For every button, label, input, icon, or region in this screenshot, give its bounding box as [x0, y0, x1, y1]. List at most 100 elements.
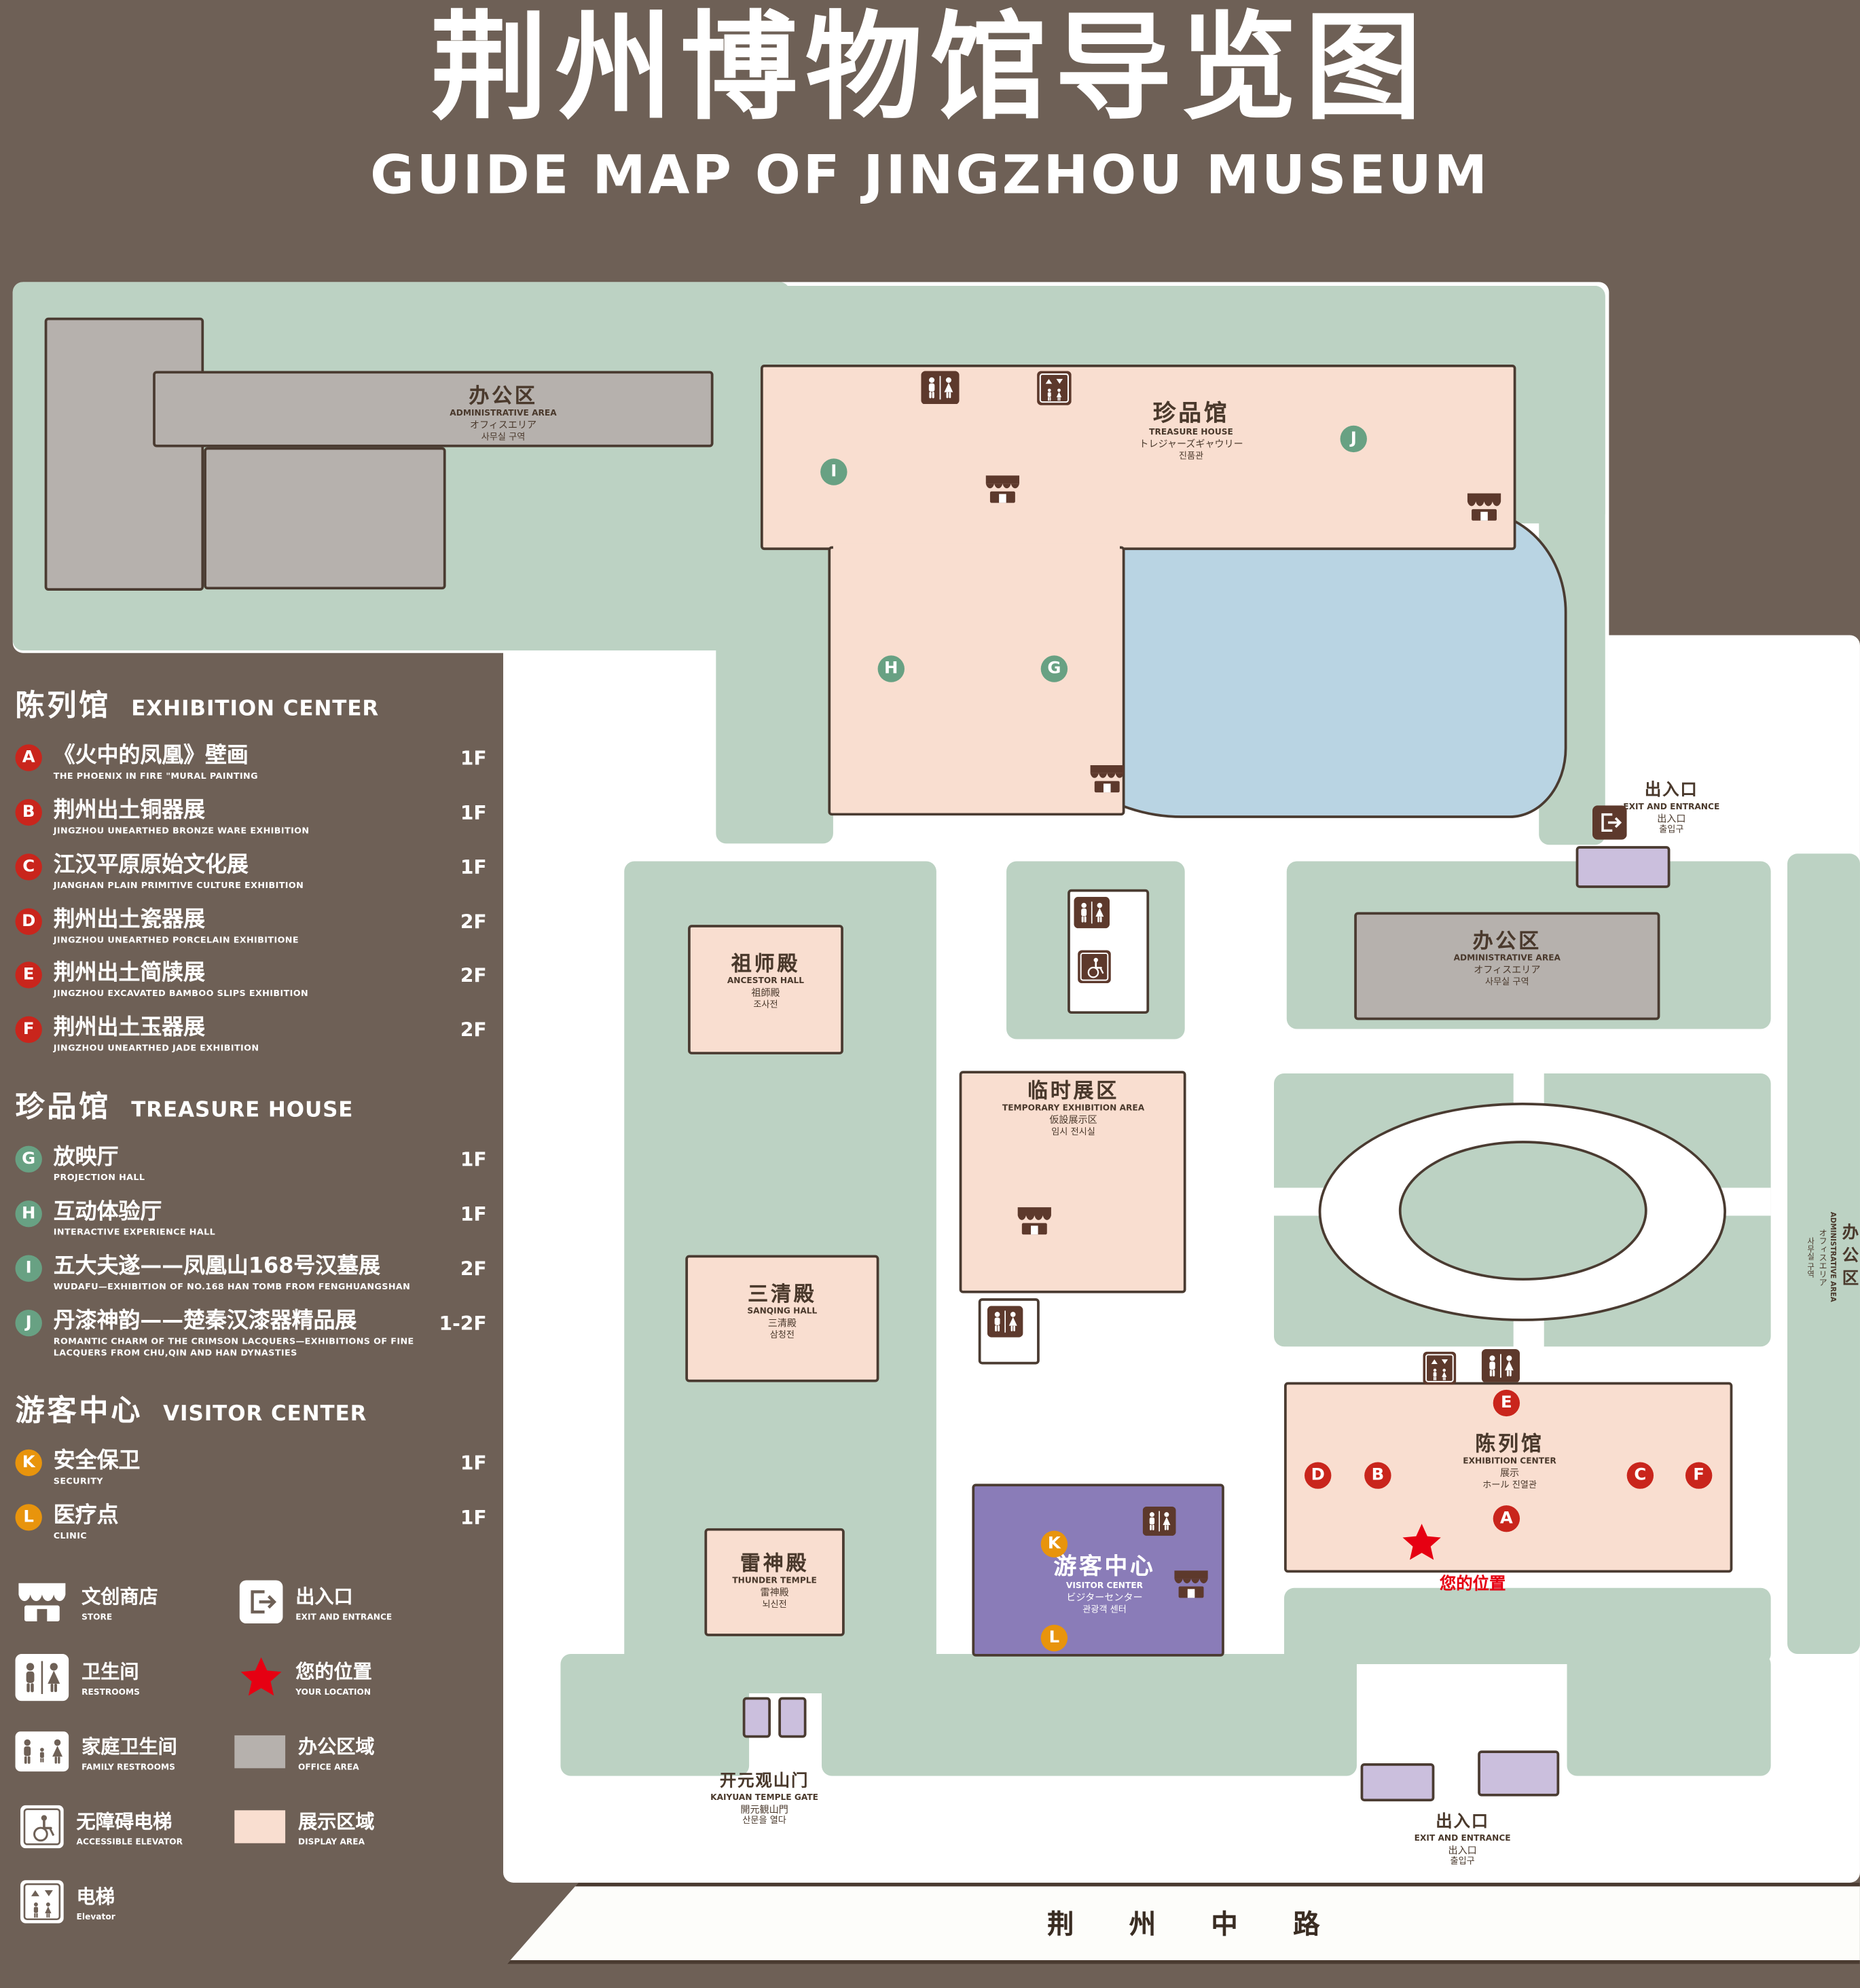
marker-C: C — [1626, 1462, 1654, 1489]
restroom-icon — [15, 1653, 69, 1701]
marker-L: L — [1040, 1625, 1068, 1652]
store-icon — [1015, 1204, 1053, 1236]
marker-G: G — [1040, 655, 1068, 682]
office-area-swatch — [234, 1735, 286, 1769]
exit-structure-bottom — [1478, 1750, 1560, 1797]
marker-D: D — [1305, 1462, 1332, 1489]
green-area — [1284, 1587, 1771, 1665]
section-header: 珍品馆 TREASURE HOUSE — [15, 1091, 354, 1125]
building-ancestor-hall — [688, 925, 843, 1054]
item-badge: B — [15, 798, 42, 826]
building-seam — [833, 543, 1120, 553]
item-floor: 1F — [460, 1148, 487, 1172]
restroom-icon — [921, 371, 960, 405]
exit-structure-top — [1575, 846, 1671, 888]
building-admin-center — [1354, 912, 1660, 1020]
item-badge: H — [15, 1200, 42, 1228]
poster-subtitle: GUIDE MAP OF JINGZHOU MUSEUM — [370, 143, 1490, 206]
building-treasure-house — [760, 364, 1516, 551]
item-badge: I — [15, 1255, 42, 1282]
green-area-right-strip — [1787, 853, 1860, 1655]
green-area — [716, 523, 833, 844]
marker-F: F — [1685, 1462, 1713, 1489]
item-floor: 2F — [460, 1019, 487, 1042]
pond — [1042, 511, 1567, 818]
item-floor: 2F — [460, 1257, 487, 1281]
building-temporary-exhibition — [959, 1071, 1186, 1293]
restroom-icon — [1142, 1507, 1176, 1536]
store-icon — [1088, 762, 1126, 794]
park-path — [1717, 1188, 1771, 1216]
building-visitor-center — [972, 1484, 1224, 1657]
label-admin-right: 办公区 ADMINISTRATIVE AREA オフィスエリア 사무실 구역 — [1805, 1212, 1858, 1303]
marker-I: I — [820, 458, 847, 485]
road-jingzhou-middle: 荆 州 中 路 — [507, 1882, 1860, 1964]
item-badge: J — [15, 1309, 42, 1336]
elevator-icon — [1423, 1351, 1457, 1385]
item-badge: D — [15, 907, 42, 935]
section-header: 游客中心 VISITOR CENTER — [15, 1395, 367, 1429]
accessible-elevator-icon — [20, 1805, 64, 1849]
gate-pillar — [778, 1697, 807, 1738]
gate-pillar — [742, 1697, 771, 1738]
item-floor: 1F — [460, 1202, 487, 1226]
item-badge: A — [15, 744, 42, 771]
park-island — [1398, 1141, 1647, 1281]
item-badge: K — [15, 1450, 42, 1477]
display-area-swatch — [234, 1810, 286, 1844]
item-floor: 1-2F — [439, 1312, 487, 1335]
building-admin-top — [153, 371, 714, 447]
marker-K: K — [1040, 1530, 1068, 1558]
section-header: 陈列馆 EXHIBITION CENTER — [15, 689, 380, 723]
family-restroom-icon — [15, 1731, 69, 1772]
building-treasure-house — [828, 546, 1125, 816]
store-icon — [1465, 490, 1503, 522]
accessible-elevator-icon — [1078, 950, 1111, 984]
marker-A: A — [1493, 1505, 1520, 1532]
item-floor: 1F — [460, 747, 487, 770]
building-thunder-temple — [704, 1528, 845, 1636]
marker-H: H — [877, 655, 905, 682]
building-admin-top — [204, 447, 446, 590]
item-floor: 1F — [460, 1452, 487, 1476]
location-star-icon — [1402, 1522, 1442, 1562]
restroom-icon — [1074, 896, 1110, 929]
restroom-icon — [1481, 1349, 1520, 1383]
elevator-icon — [20, 1880, 64, 1923]
building-sanqing-hall — [685, 1255, 879, 1382]
green-area — [822, 1654, 1357, 1776]
marker-B: B — [1364, 1462, 1391, 1489]
your-location-label: 您的位置 — [1439, 1575, 1506, 1595]
item-badge: E — [15, 962, 42, 989]
item-floor: 2F — [460, 910, 487, 934]
store-icon — [983, 473, 1021, 504]
